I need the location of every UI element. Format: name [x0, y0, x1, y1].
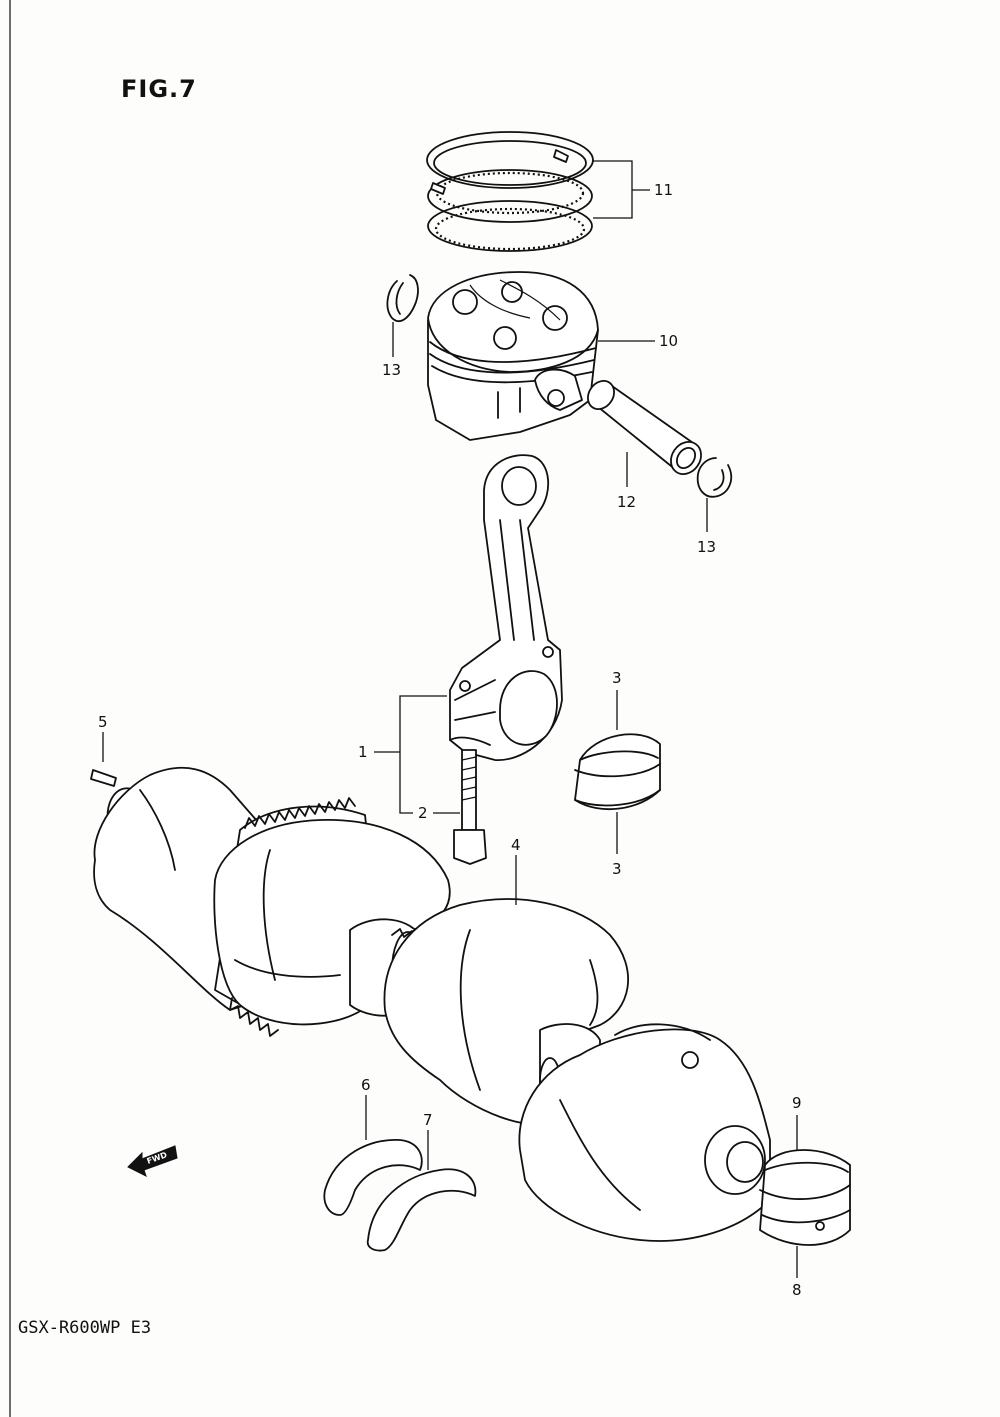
callout-13-left: 13	[382, 361, 401, 379]
connecting-rod-part	[449, 454, 563, 761]
crankshaft-bearing-part	[759, 1149, 851, 1246]
conrod-bearing-part	[574, 733, 661, 811]
callout-5: 5	[98, 713, 108, 731]
conrod-bolt-part	[453, 749, 487, 865]
circlip-left-part	[386, 274, 419, 323]
callout-11: 11	[654, 181, 673, 199]
figure-title: FIG.7	[121, 75, 197, 103]
circlip-right-part	[696, 457, 732, 498]
callout-11-bracket	[593, 160, 633, 219]
callout-6: 6	[361, 1076, 371, 1094]
piston-pin-part	[587, 380, 702, 475]
forward-direction-arrow: FWD	[127, 1145, 178, 1177]
model-code: GSX-R600WP E3	[18, 1318, 151, 1338]
crankshaft-part	[93, 766, 771, 1242]
callout-8: 8	[792, 1281, 802, 1299]
thrust-bearing-6-part	[323, 1139, 423, 1216]
callout-1-bracket	[399, 695, 447, 814]
callout-2: 2	[418, 804, 428, 822]
callout-13-right: 13	[697, 538, 716, 556]
callout-12: 12	[617, 493, 636, 511]
callout-10: 10	[659, 332, 678, 350]
callout-7: 7	[423, 1111, 433, 1129]
callout-3-bottom: 3	[612, 860, 622, 878]
thrust-bearing-7-part	[366, 1168, 477, 1252]
dowel-pin-part	[90, 769, 117, 787]
callout-9: 9	[792, 1094, 802, 1112]
piston-part	[427, 271, 599, 441]
piston-rings-part	[426, 131, 594, 252]
callout-4: 4	[511, 836, 521, 854]
callout-3-top: 3	[612, 669, 622, 687]
callout-1: 1	[358, 743, 368, 761]
